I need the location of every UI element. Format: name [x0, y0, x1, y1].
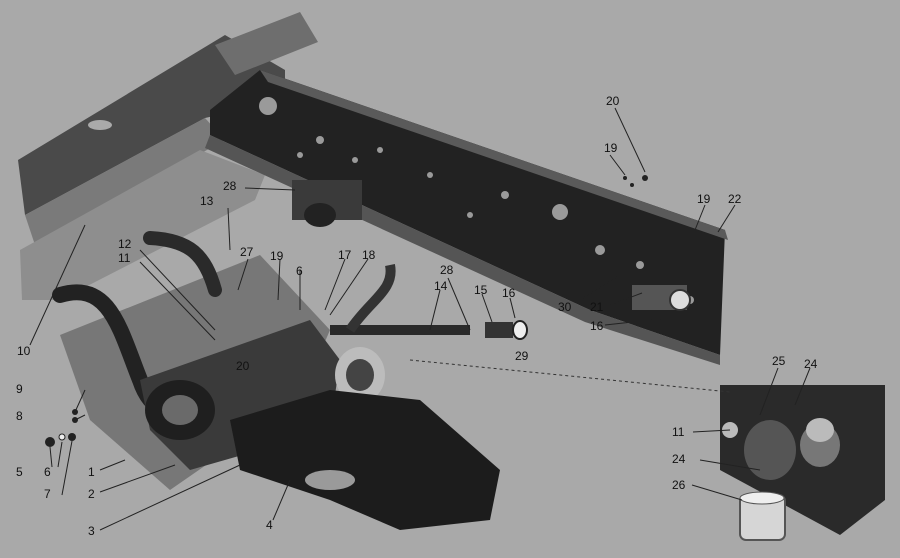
callout-24-inset: 24 [672, 452, 686, 466]
callout-16-spring: 16 [502, 286, 516, 300]
callout-21: 21 [590, 300, 604, 314]
callout-7: 7 [44, 487, 51, 501]
callout-6-center: 6 [296, 264, 303, 278]
floor-panel [18, 12, 318, 245]
detail-inset [720, 385, 885, 541]
callout-6: 6 [44, 465, 51, 479]
callout-17: 17 [338, 248, 352, 262]
callout-29: 29 [515, 349, 529, 363]
callout-13: 13 [200, 194, 214, 208]
callout-19-center: 19 [270, 249, 284, 263]
rail-bracket [632, 285, 691, 311]
callout-28-left: 28 [223, 179, 237, 193]
callout-20-top: 20 [606, 94, 620, 108]
mount-bracket [292, 180, 362, 227]
callout-10: 10 [17, 344, 31, 358]
callout-12: 12 [118, 237, 132, 251]
callout-11: 11 [118, 251, 131, 265]
callout-19-top: 19 [604, 141, 618, 155]
callout-4: 4 [266, 518, 273, 532]
callout-24-top: 24 [804, 357, 818, 371]
callout-1: 1 [88, 465, 95, 479]
callout-14: 14 [434, 279, 448, 293]
callout-22: 22 [728, 192, 742, 206]
callout-16-rail: 16 [590, 319, 604, 333]
callout-15: 15 [474, 283, 488, 297]
callout-11-inset: 11 [672, 425, 685, 439]
callout-3: 3 [88, 524, 95, 538]
fasteners [45, 175, 648, 447]
callout-19-right: 19 [697, 192, 711, 206]
callout-26: 26 [672, 478, 686, 492]
muffler-unit [140, 320, 500, 530]
tail-pipe [345, 264, 396, 333]
callout-5: 5 [16, 465, 23, 479]
callout-27: 27 [240, 245, 254, 259]
callout-2: 2 [88, 487, 95, 501]
callout-18: 18 [362, 248, 376, 262]
callout-25: 25 [772, 354, 786, 368]
callout-9: 9 [16, 382, 23, 396]
leader-lines [29, 107, 811, 531]
callout-8: 8 [16, 409, 23, 423]
callout-28-right: 28 [440, 263, 454, 277]
callout-30: 30 [558, 300, 572, 314]
callout-20-center: 20 [236, 359, 250, 373]
